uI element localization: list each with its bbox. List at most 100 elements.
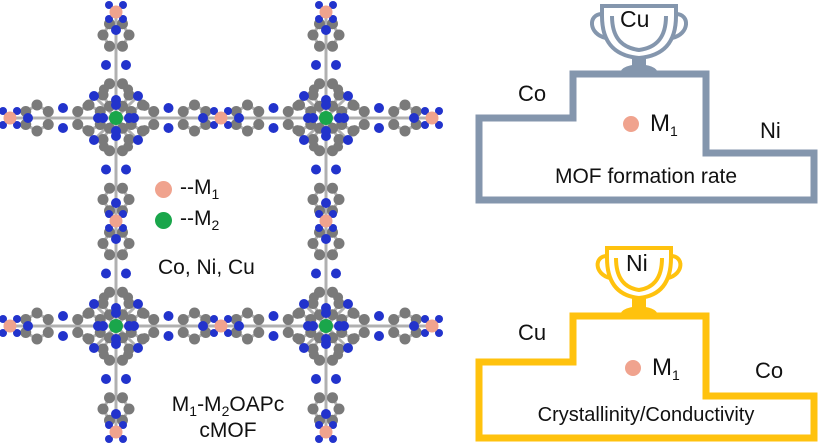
nitrogen-atom: [329, 1, 337, 9]
carbon-atom: [148, 106, 160, 117]
metal2-atom: [109, 111, 123, 125]
nitrogen-atom: [111, 234, 121, 244]
nitrogen-atom: [374, 331, 384, 341]
nitrogen-atom: [89, 299, 99, 309]
carbon-atom: [399, 125, 411, 137]
carbon-atom: [98, 349, 109, 360]
nitrogen-atom: [105, 1, 113, 9]
carbon-atom: [242, 99, 253, 111]
carbon-atom: [82, 333, 93, 344]
nitrogen-atom: [0, 121, 7, 129]
nitrogen-atom: [334, 321, 344, 331]
carbon-atom: [333, 141, 344, 152]
carbon-atom: [333, 349, 344, 360]
carbon-atom: [358, 314, 370, 325]
nitrogen-atom: [435, 315, 443, 323]
metal1-atom: [319, 214, 333, 228]
carbon-atom: [42, 327, 54, 338]
metal1-atom: [109, 214, 123, 228]
nitrogen-atom: [111, 126, 121, 136]
carbon-atom: [292, 333, 303, 344]
nitrogen-atom: [435, 107, 443, 115]
nitrogen-atom: [224, 315, 232, 323]
legend-m2: --M2: [155, 207, 219, 233]
nitrogen-atom: [89, 343, 99, 353]
nitrogen-atom: [119, 1, 127, 9]
podium-bottom-trophy-label: Ni: [626, 250, 648, 276]
nitrogen-atom: [329, 210, 337, 218]
carbon-atom: [72, 327, 84, 338]
nitrogen-atom: [119, 224, 127, 232]
carbon-atom: [333, 238, 345, 249]
carbon-atom: [177, 119, 189, 130]
nitrogen-atom: [101, 60, 111, 70]
carbon-atom: [308, 141, 319, 152]
nitrogen-atom: [121, 164, 131, 175]
carbon-atom: [358, 119, 370, 130]
nitrogen-atom: [374, 103, 384, 113]
podium-top-right-label: Ni: [760, 118, 781, 143]
nitrogen-atom: [101, 164, 111, 175]
carbon-atom: [189, 125, 200, 137]
carbon-atom: [327, 40, 338, 52]
nitrogen-atom: [98, 113, 108, 123]
nitrogen-atom: [409, 321, 419, 331]
nitrogen-atom: [163, 311, 174, 321]
carbon-atom: [282, 119, 294, 130]
carbon-atom: [148, 314, 160, 325]
carbon-atom: [97, 29, 109, 41]
nitrogen-atom: [234, 321, 244, 331]
nitrogen-atom: [163, 103, 174, 113]
carbon-atom: [31, 99, 43, 111]
nitrogen-atom: [329, 435, 337, 443]
carbon-atom: [388, 119, 400, 130]
nitrogen-atom: [58, 103, 68, 113]
carbon-atom: [307, 403, 319, 415]
carbon-atom: [177, 314, 189, 325]
carbon-atom: [292, 100, 303, 111]
nitrogen-atom: [329, 224, 337, 232]
nitrogen-atom: [334, 113, 344, 123]
carbon-atom: [282, 106, 294, 117]
nitrogen-atom: [111, 308, 121, 318]
nitrogen-atom: [23, 321, 33, 331]
carbon-atom: [42, 106, 54, 117]
metal2-atom: [319, 111, 333, 125]
nitrogen-atom: [331, 374, 341, 384]
carbon-atom: [177, 106, 189, 117]
nitrogen-atom: [234, 113, 244, 123]
carbon-atom: [104, 249, 115, 261]
nitrogen-atom: [315, 210, 323, 218]
nitrogen-atom: [315, 421, 323, 429]
carbon-atom: [97, 403, 109, 415]
nitrogen-atom: [421, 315, 429, 323]
carbon-atom: [333, 194, 345, 205]
carbon-atom: [327, 249, 338, 261]
nitrogen-atom: [210, 107, 218, 115]
metal1-atom: [109, 5, 123, 19]
nitrogen-atom: [0, 107, 7, 115]
carbon-atom: [139, 308, 150, 319]
carbon-atom: [148, 327, 160, 338]
nitrogen-atom: [13, 107, 21, 115]
podium-bottom-m1-dot: [625, 360, 641, 376]
nitrogen-atom: [198, 321, 208, 331]
nitrogen-atom: [299, 91, 309, 101]
nitrogen-atom: [299, 299, 309, 309]
carbon-atom: [327, 392, 338, 404]
carbon-atom: [117, 182, 128, 194]
podium-bottom-left-label: Cu: [518, 320, 547, 345]
carbon-atom: [253, 119, 265, 130]
carbon-atom: [104, 392, 115, 404]
carbon-atom: [82, 308, 93, 319]
carbon-atom: [117, 392, 128, 404]
podium-top-outline: [475, 70, 818, 204]
carbon-atom: [399, 307, 411, 319]
carbon-atom: [98, 292, 109, 303]
metal1-atom: [109, 425, 123, 439]
carbon-atom: [333, 403, 345, 415]
legend-m1-dot: [155, 180, 172, 198]
metal2-atom: [319, 319, 333, 333]
carbon-atom: [349, 100, 360, 111]
podium-bottom: [475, 246, 818, 442]
